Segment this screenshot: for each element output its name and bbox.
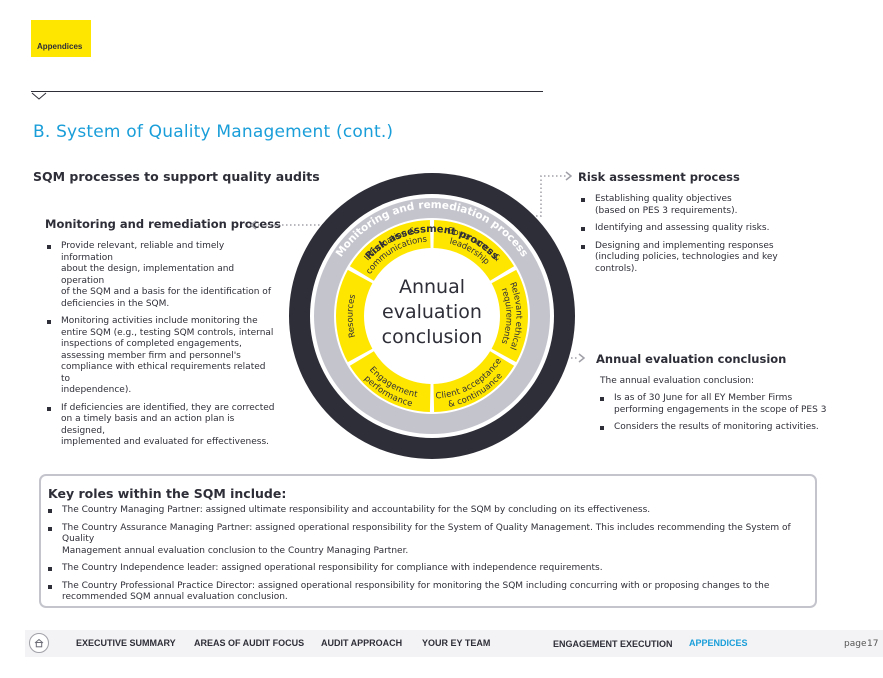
segment-resources (336, 269, 373, 363)
list-item: Provide relevant, reliable and timely in… (45, 241, 277, 310)
nav-executive-summary[interactable]: EXECUTIVE SUMMARY (76, 638, 176, 648)
header-rule (31, 91, 543, 92)
arrow-left-icon (249, 220, 257, 230)
annual-intro: The annual evaluation conclusion: (600, 376, 755, 386)
segment-label-relevant-ethical-requirements: requirements (498, 287, 513, 346)
list-item: Is as of 30 June for all EY Member Firms… (598, 393, 838, 416)
page-subtitle: SQM processes to support quality audits (33, 169, 320, 184)
list-item: The Country Professional Practice Direct… (46, 581, 806, 604)
center-line-3: conclusion (382, 326, 483, 348)
list-item: The Country Assurance Managing Partner: … (46, 523, 806, 558)
arrow-right-icon (565, 171, 573, 181)
page-label: page (844, 639, 867, 649)
connector-layer (249, 171, 586, 363)
list-item: If deficiencies are identified, they are… (45, 403, 277, 449)
nav-appendices[interactable]: APPENDICES (689, 638, 748, 648)
page-title: B. System of Quality Management (cont.) (33, 122, 394, 142)
center-disc (366, 250, 498, 382)
list-item: The Country Independence leader: assigne… (46, 563, 806, 575)
monitoring-list: Provide relevant, reliable and timely in… (45, 241, 277, 455)
nav-your-ey-team[interactable]: YOUR EY TEAM (422, 638, 491, 648)
nav-areas-of-audit-focus[interactable]: AREAS OF AUDIT FOCUS (194, 638, 305, 648)
list-item: The Country Managing Partner: assigned u… (46, 505, 806, 517)
home-button[interactable] (29, 633, 49, 653)
annual-list: Is as of 30 June for all EY Member Firms… (598, 393, 838, 440)
sqm-wheel-diagram: Monitoring and remediation process Risk … (289, 173, 575, 459)
risk-heading: Risk assessment process (578, 170, 740, 184)
annual-heading: Annual evaluation conclusion (596, 352, 787, 366)
segment-relevant-ethical-requirements (491, 269, 528, 363)
section-tag-label: Appendices (37, 42, 83, 51)
home-icon (34, 638, 44, 648)
section-tag: Appendices (31, 20, 91, 57)
connector-risk (520, 175, 566, 217)
segment-engagement-performance (349, 351, 431, 412)
segment-label-resources: Resources (345, 293, 358, 339)
monitoring-heading: Monitoring and remediation process (45, 217, 281, 231)
key-roles-list: The Country Managing Partner: assigned u… (46, 505, 806, 610)
key-roles-heading: Key roles within the SQM include: (48, 486, 287, 501)
segment-group (336, 220, 528, 412)
nav-audit-approach[interactable]: AUDIT APPROACH (321, 638, 403, 648)
footer-bar (25, 630, 883, 657)
list-item: Establishing quality objectives(based on… (579, 194, 789, 217)
key-roles-box (39, 474, 817, 608)
segment-information-communications (349, 220, 431, 281)
center-line-2: evaluation (382, 301, 482, 323)
arrow-right-icon (578, 353, 586, 363)
page-number: 17 (867, 639, 879, 649)
list-item: Monitoring activities include monitoring… (45, 316, 277, 397)
nav-engagement-execution[interactable]: ENGAGEMENT EXECUTION (553, 639, 673, 649)
segment-governance-leadership (433, 220, 515, 281)
center-line-1: Annual (399, 276, 465, 298)
risk-list: Establishing quality objectives(based on… (579, 194, 789, 281)
list-item: Identifying and assessing quality risks. (579, 223, 789, 235)
chevron-down-icon (31, 92, 47, 100)
segment-client-acceptance-continuance (433, 351, 515, 412)
list-item: Designing and implementing responses(inc… (579, 241, 789, 276)
list-item: Considers the results of monitoring acti… (598, 422, 838, 434)
